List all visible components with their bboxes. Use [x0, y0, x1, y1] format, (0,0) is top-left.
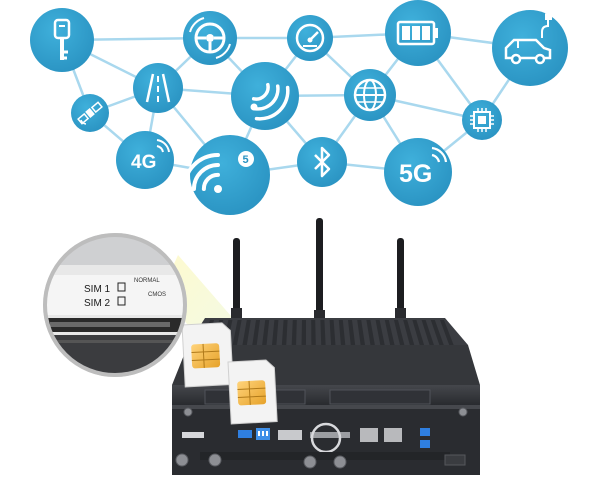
antennas [231, 218, 406, 320]
globe-icon [344, 69, 396, 121]
5g-label: 5G [399, 160, 432, 188]
antenna-left [233, 238, 240, 313]
sim-card-1-chip [191, 343, 221, 369]
panel-screws [175, 407, 468, 469]
contactless-signal-icon [231, 62, 299, 130]
antenna-center [316, 218, 323, 318]
wifi-5-badge: 5 [243, 154, 249, 166]
usb-port-blue-1 [238, 430, 252, 438]
processor-chip-icon [462, 100, 502, 140]
ethernet-port-1 [360, 428, 378, 442]
sim2-label: SIM 2 [84, 298, 111, 309]
speedometer-icon [287, 15, 333, 61]
magnifier-lens: SIM 1 SIM 2 NORMAL CMOS [43, 233, 187, 377]
4g-signal-icon: 4G [116, 131, 174, 189]
antenna-right [397, 238, 404, 313]
sim-card-2-chip [237, 380, 267, 406]
cmos-label: CMOS [148, 292, 166, 298]
road-icon [133, 63, 183, 113]
usb-port-blue-3 [420, 440, 430, 448]
sim1-label: SIM 1 [84, 284, 111, 295]
sim-card-1 [181, 322, 234, 388]
sim-card-2 [227, 359, 278, 425]
battery-icon [385, 0, 451, 66]
car-key-icon [30, 8, 94, 72]
4g-label: 4G [131, 152, 156, 173]
sim-slot-front [310, 432, 350, 438]
network-nodes: 4G 5 5G [30, 0, 568, 215]
electric-car-plug-icon [492, 10, 568, 86]
bluetooth-icon [297, 137, 347, 187]
ethernet-port-2 [384, 428, 402, 442]
normal-label: NORMAL [134, 278, 160, 284]
usb-port-blue-2 [420, 428, 430, 436]
wifi-5-icon: 5 [182, 135, 270, 215]
5g-signal-icon: 5G [384, 138, 452, 206]
steering-wheel-icon [183, 11, 237, 65]
hdmi-port [278, 430, 302, 440]
satellite-icon [71, 94, 109, 132]
